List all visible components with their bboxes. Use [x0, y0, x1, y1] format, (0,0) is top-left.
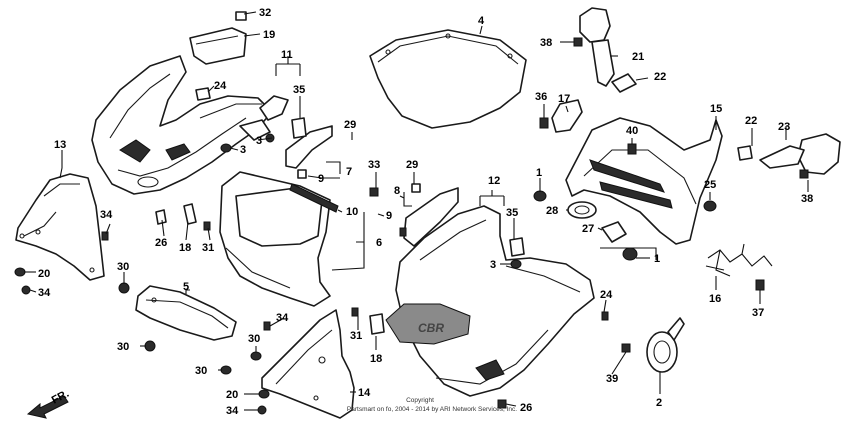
- callout-34: 34: [100, 209, 113, 221]
- callout-3: 3: [490, 259, 496, 271]
- callout-30: 30: [117, 261, 129, 273]
- middle-cowl-part[interactable]: CBR: [385, 205, 595, 397]
- brace-part[interactable]: [285, 125, 333, 169]
- callout-20: 20: [226, 389, 238, 401]
- right-inner-panel-part[interactable]: [261, 309, 355, 419]
- callout-33: 33: [368, 159, 380, 171]
- callout-3: 3: [240, 144, 246, 156]
- callout-18: 18: [179, 242, 191, 254]
- callout-35: 35: [506, 207, 518, 219]
- inner-meter-panel-part[interactable]: [219, 171, 331, 307]
- callout-11: 11: [281, 49, 293, 61]
- cowl-stay-part[interactable]: [239, 95, 289, 141]
- side-cover-part[interactable]: [403, 187, 459, 247]
- callout-16: 16: [709, 293, 721, 305]
- callout-35: 35: [293, 84, 305, 96]
- callout-10: 10: [346, 206, 358, 218]
- left-inner-panel-part[interactable]: [15, 173, 105, 281]
- bracket-part[interactable]: [551, 99, 583, 133]
- callout-34: 34: [276, 312, 289, 324]
- callout-1: 1: [654, 253, 660, 265]
- callout-29: 29: [406, 159, 418, 171]
- callout-3: 3: [256, 135, 262, 147]
- callout-24: 24: [600, 289, 613, 301]
- callout-7: 7: [346, 166, 352, 178]
- callout-24: 24: [214, 80, 227, 92]
- horn-part[interactable]: [646, 317, 685, 373]
- callout-21: 21: [632, 51, 644, 63]
- copyright-notice: Partsmart on fo, 2004 - 2014 by ARI Netw…: [347, 406, 517, 413]
- callout-9: 9: [318, 173, 324, 185]
- front-label: FR.: [50, 388, 71, 407]
- callout-20: 20: [38, 268, 50, 280]
- light-socket-part[interactable]: [567, 201, 597, 219]
- hardware-group: [14, 11, 809, 415]
- callout-37: 37: [752, 307, 764, 319]
- callout-19: 19: [263, 29, 275, 41]
- callout-4: 4: [478, 15, 485, 27]
- callout-22: 22: [654, 71, 666, 83]
- callout-9: 9: [386, 210, 392, 222]
- copyright-title: Copyright: [406, 397, 434, 404]
- left-mirror-part[interactable]: [579, 7, 615, 87]
- callout-23: 23: [778, 121, 790, 133]
- callout-27: 27: [582, 223, 594, 235]
- callout-25: 25: [704, 179, 716, 191]
- callout-6: 6: [376, 237, 382, 249]
- callout-29: 29: [344, 119, 356, 131]
- callout-39: 39: [606, 373, 618, 385]
- callout-31: 31: [202, 242, 214, 254]
- air-duct-part[interactable]: [189, 27, 247, 65]
- callout-22: 22: [745, 115, 757, 127]
- callout-31: 31: [350, 330, 362, 342]
- callout-17: 17: [558, 93, 570, 105]
- windscreen-part[interactable]: [369, 29, 527, 129]
- callout-12: 12: [488, 175, 500, 187]
- right-mirror-part[interactable]: [759, 133, 841, 175]
- callout-30: 30: [248, 333, 260, 345]
- callout-34: 34: [38, 287, 51, 299]
- callout-26: 26: [520, 402, 532, 414]
- callout-1: 1: [536, 167, 542, 179]
- callout-13: 13: [54, 139, 66, 151]
- callout-labels: 32 19 11 24 35 3 3 13 34 26 18 31 20 34 …: [38, 7, 813, 417]
- callout-18: 18: [370, 353, 382, 365]
- callout-40: 40: [626, 125, 638, 137]
- callout-2: 2: [656, 397, 662, 409]
- callout-28: 28: [546, 205, 558, 217]
- callout-34: 34: [226, 405, 239, 417]
- cbr-brand-mark: CBR: [418, 321, 444, 335]
- under-cover-part[interactable]: [135, 285, 237, 341]
- leader-lines: [24, 11, 809, 411]
- callout-38: 38: [540, 37, 552, 49]
- cowl-stay-frame-part[interactable]: [565, 117, 723, 245]
- callout-15: 15: [710, 103, 722, 115]
- callout-8: 8: [394, 185, 400, 197]
- callout-30: 30: [195, 365, 207, 377]
- callout-36: 36: [535, 91, 547, 103]
- callout-32: 32: [259, 7, 271, 19]
- callout-26: 26: [155, 237, 167, 249]
- trim-strip-part[interactable]: [289, 183, 339, 213]
- wire-harness-part[interactable]: [705, 243, 773, 277]
- callout-5: 5: [183, 281, 189, 293]
- callout-30: 30: [117, 341, 129, 353]
- front-direction-arrow-icon: FR.: [26, 388, 71, 419]
- callout-38: 38: [801, 193, 813, 205]
- callout-14: 14: [358, 387, 371, 399]
- relay-part[interactable]: [601, 221, 627, 243]
